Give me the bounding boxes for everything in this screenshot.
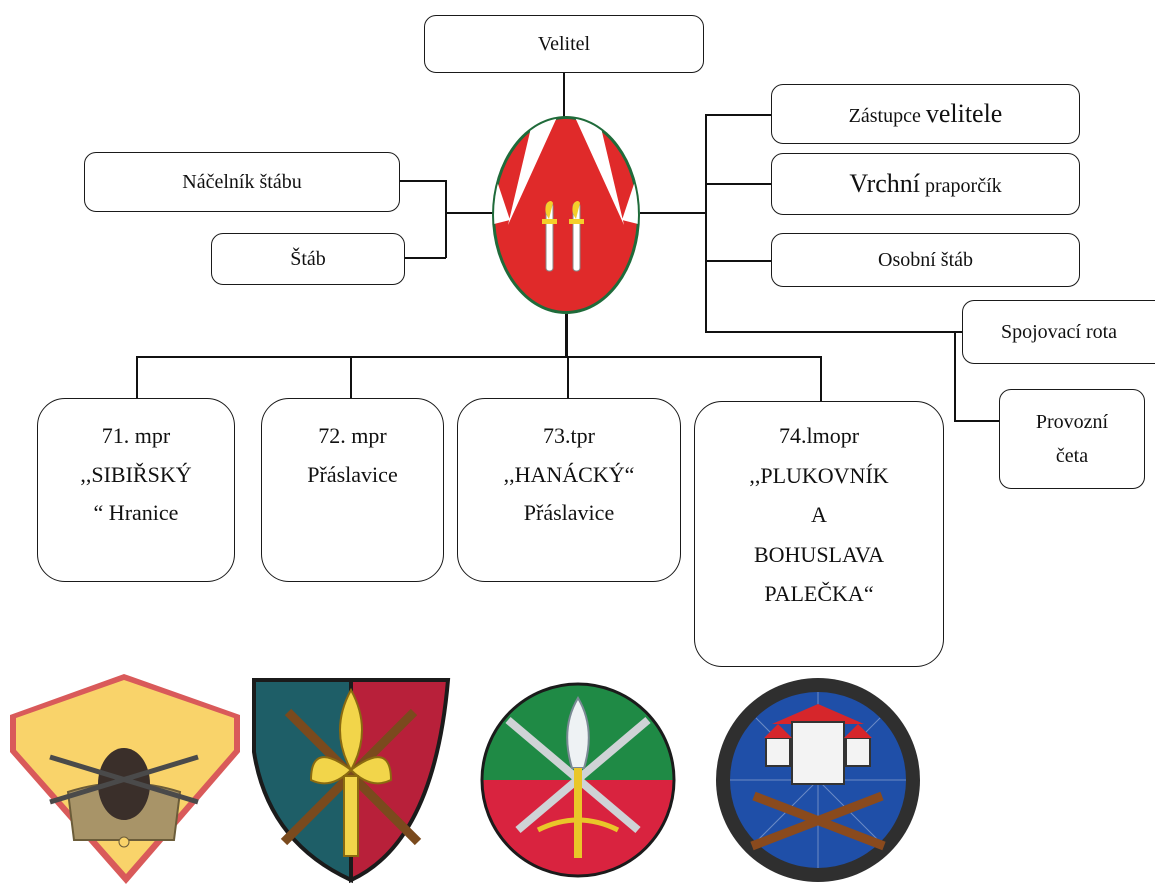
emblem-72-icon: [252, 678, 451, 884]
commander-box: Velitel: [424, 15, 704, 73]
unit-71-line: ,,SIBIŘSKÝ: [80, 461, 192, 487]
signal-company-box: Spojovací rota: [962, 300, 1155, 364]
connector: [705, 114, 707, 332]
connector: [136, 356, 821, 358]
deputy-label: Zástupce velitele: [848, 99, 1003, 129]
unit-74-line: A: [811, 502, 827, 528]
sergeant-major-box: Vrchní praporčík: [771, 153, 1080, 215]
staff-box: Štáb: [211, 233, 405, 285]
unit-74-box: 74.lmopr ,,PLUKOVNÍK A BOHUSLAVA PALEČKA…: [694, 401, 944, 667]
unit-74-line: ,,PLUKOVNÍK: [749, 462, 889, 488]
operations-platoon-line: Provozní: [1035, 411, 1109, 433]
unit-74-line: 74.lmopr: [778, 423, 860, 448]
connector: [398, 180, 446, 182]
sergeant-major-label: Vrchní praporčík: [849, 169, 1002, 199]
connector: [403, 257, 446, 259]
unit-73-line: Přáslavice: [523, 500, 615, 525]
unit-72-box: 72. mpr Přáslavice: [261, 398, 444, 582]
unit-71-line: 71. mpr: [101, 423, 171, 448]
connector: [640, 212, 706, 214]
connector: [567, 356, 569, 398]
operations-platoon-box: Provozní četa: [999, 389, 1145, 489]
brigade-shield-icon: [492, 116, 640, 314]
operations-platoon-line: četa: [1055, 445, 1089, 467]
unit-74-line: PALEČKA“: [764, 581, 874, 607]
unit-72-line: 72. mpr: [318, 423, 387, 448]
unit-73-box: 73.tpr ,,HANÁCKÝ“ Přáslavice: [457, 398, 681, 582]
unit-73-line: 73.tpr: [543, 423, 595, 448]
signal-company-label: Spojovací rota: [1000, 321, 1118, 343]
connector: [350, 356, 352, 398]
connector: [705, 260, 772, 262]
unit-71-line: “ Hranice: [93, 500, 179, 525]
unit-71-box: 71. mpr ,,SIBIŘSKÝ “ Hranice: [37, 398, 235, 582]
connector: [954, 331, 956, 421]
emblem-71-icon: [10, 674, 240, 884]
connector: [954, 420, 1000, 422]
chief-of-staff-label: Náčelník štábu: [182, 171, 302, 193]
commander-label: Velitel: [537, 33, 591, 55]
swords-icon: [542, 201, 584, 272]
unit-72-line: Přáslavice: [307, 461, 398, 487]
connector: [705, 331, 963, 333]
deputy-commander-box: Zástupce velitele: [771, 84, 1080, 144]
staff-label: Štáb: [290, 248, 326, 270]
connector: [705, 114, 772, 116]
emblem-74-icon: [716, 678, 920, 882]
connector: [445, 212, 495, 214]
connector: [565, 312, 568, 358]
chief-of-staff-box: Náčelník štábu: [84, 152, 400, 212]
connector: [705, 183, 772, 185]
unit-73-line: ,,HANÁCKÝ“: [503, 461, 635, 487]
connector: [820, 356, 822, 401]
connector: [563, 72, 565, 118]
personal-staff-label: Osobní štáb: [878, 249, 973, 271]
connector: [136, 356, 138, 398]
connector: [445, 180, 447, 258]
personal-staff-box: Osobní štáb: [771, 233, 1080, 287]
emblem-73-icon: [480, 682, 676, 878]
unit-74-line: BOHUSLAVA: [753, 541, 884, 567]
